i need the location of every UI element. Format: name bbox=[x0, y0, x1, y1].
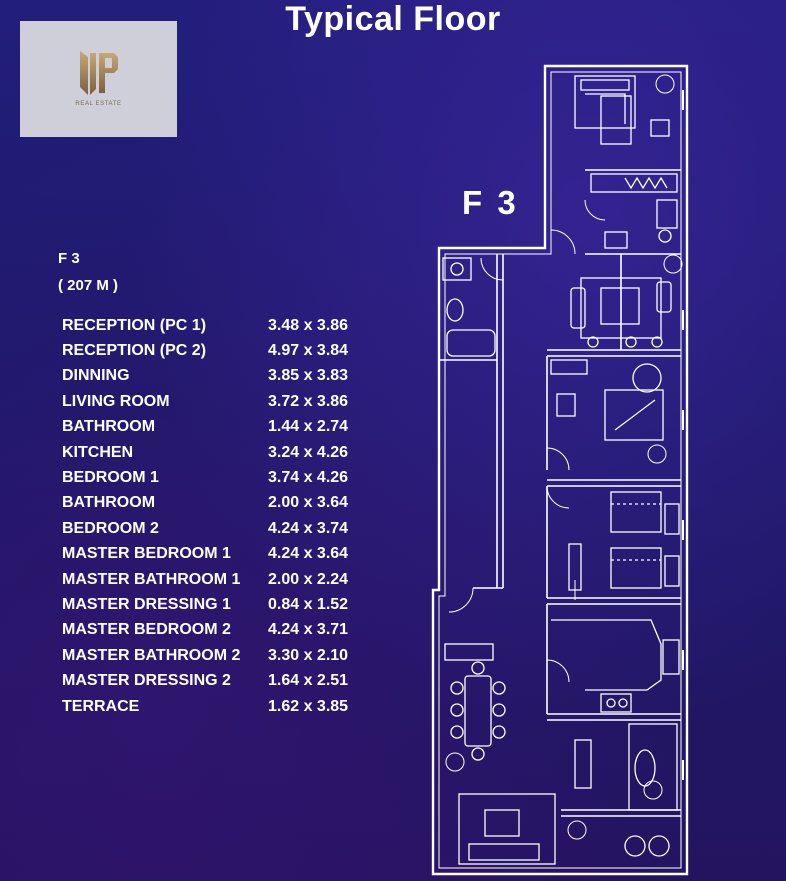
room-name: MASTER BATHROOM 2 bbox=[62, 646, 241, 664]
wardrobe-icon bbox=[590, 173, 678, 193]
room-name: MASTER BATHROOM 1 bbox=[62, 570, 241, 588]
room-name: BEDROOM 2 bbox=[62, 519, 159, 537]
room-row: MASTER BATHROOM 1 2.00 x 2.24 bbox=[62, 567, 382, 592]
door-swings bbox=[448, 199, 606, 683]
room-dimensions-list: RECEPTION (PC 1) 3.48 x 3.86 RECEPTION (P… bbox=[62, 313, 382, 719]
interior-walls bbox=[439, 169, 681, 817]
plant-icon bbox=[445, 74, 683, 840]
room-row: MASTER BEDROOM 1 4.24 x 3.64 bbox=[62, 542, 382, 567]
logo-tagline: REAL ESTATE bbox=[75, 101, 122, 107]
room-row: MASTER BATHROOM 2 3.30 x 2.10 bbox=[62, 643, 382, 668]
page-title: Typical Floor bbox=[285, 0, 501, 38]
room-name: BEDROOM 1 bbox=[62, 469, 159, 487]
kitchen-counter bbox=[551, 619, 680, 713]
room-name: BATHROOM bbox=[62, 418, 156, 436]
twin-beds-icon bbox=[568, 491, 680, 591]
reception-furniture bbox=[458, 723, 678, 865]
vip-logo-mark bbox=[80, 51, 118, 95]
bathroom-fixtures bbox=[442, 199, 678, 357]
dining-table-icon bbox=[444, 643, 506, 761]
room-row: MASTER DRESSING 2 1.64 x 2.51 bbox=[62, 668, 382, 693]
room-row: BATHROOM 2.00 x 3.64 bbox=[62, 491, 382, 516]
room-name: TERRACE bbox=[62, 697, 140, 715]
unit-area: ( 207 M ) bbox=[58, 277, 119, 294]
room-row: MASTER BEDROOM 2 4.24 x 3.71 bbox=[62, 618, 382, 643]
room-row: MASTER DRESSING 1 0.84 x 1.52 bbox=[62, 592, 382, 617]
room-row: BATHROOM 1.44 x 2.74 bbox=[62, 415, 382, 440]
bed-icon bbox=[574, 75, 670, 145]
outer-walls bbox=[431, 64, 689, 876]
room-name: MASTER BEDROOM 2 bbox=[62, 621, 231, 639]
room-size: 3.48 x 3.86 bbox=[268, 316, 349, 334]
room-size: 1.44 x 2.74 bbox=[268, 418, 349, 436]
room-name: DINNING bbox=[62, 367, 130, 385]
room-size: 4.24 x 3.74 bbox=[268, 519, 349, 537]
room-size: 1.64 x 2.51 bbox=[268, 672, 349, 690]
room-name: RECEPTION (PC 1) bbox=[62, 316, 207, 334]
floor-plan-drawing bbox=[431, 64, 689, 876]
room-size: 1.62 x 3.85 bbox=[268, 697, 349, 715]
company-logo: REAL ESTATE bbox=[20, 21, 177, 137]
room-row: DINNING 3.85 x 3.83 bbox=[62, 364, 382, 389]
room-row: BEDROOM 2 4.24 x 3.74 bbox=[62, 516, 382, 541]
plan-unit-label: F 3 bbox=[462, 184, 519, 221]
unit-name: F 3 bbox=[58, 250, 80, 267]
room-size: 3.24 x 4.26 bbox=[268, 443, 349, 461]
room-name: MASTER DRESSING 1 bbox=[62, 595, 231, 613]
room-name: KITCHEN bbox=[62, 443, 134, 461]
bed-icon bbox=[550, 359, 664, 441]
room-size: 3.74 x 4.26 bbox=[268, 469, 349, 487]
room-size: 3.72 x 3.86 bbox=[268, 392, 349, 410]
room-row: RECEPTION (PC 1) 3.48 x 3.86 bbox=[62, 313, 382, 338]
room-size: 4.24 x 3.71 bbox=[268, 621, 349, 639]
living-room-furniture bbox=[570, 277, 672, 348]
room-row: RECEPTION (PC 2) 4.97 x 3.84 bbox=[62, 338, 382, 363]
room-size: 4.24 x 3.64 bbox=[268, 545, 349, 563]
room-size: 3.30 x 2.10 bbox=[268, 646, 349, 664]
room-row: BEDROOM 1 3.74 x 4.26 bbox=[62, 465, 382, 490]
room-row: LIVING ROOM 3.72 x 3.86 bbox=[62, 389, 382, 414]
room-row: KITCHEN 3.24 x 4.26 bbox=[62, 440, 382, 465]
room-size: 0.84 x 1.52 bbox=[268, 595, 349, 613]
room-name: LIVING ROOM bbox=[62, 392, 170, 410]
room-name: MASTER BEDROOM 1 bbox=[62, 545, 231, 563]
room-name: MASTER DRESSING 2 bbox=[62, 672, 231, 690]
room-name: BATHROOM bbox=[62, 494, 156, 512]
room-size: 4.97 x 3.84 bbox=[268, 342, 349, 360]
room-name: RECEPTION (PC 2) bbox=[62, 342, 207, 360]
room-size: 3.85 x 3.83 bbox=[268, 367, 349, 385]
room-size: 2.00 x 2.24 bbox=[268, 570, 349, 588]
room-size: 2.00 x 3.64 bbox=[268, 494, 349, 512]
room-row: TERRACE 1.62 x 3.85 bbox=[62, 694, 382, 719]
